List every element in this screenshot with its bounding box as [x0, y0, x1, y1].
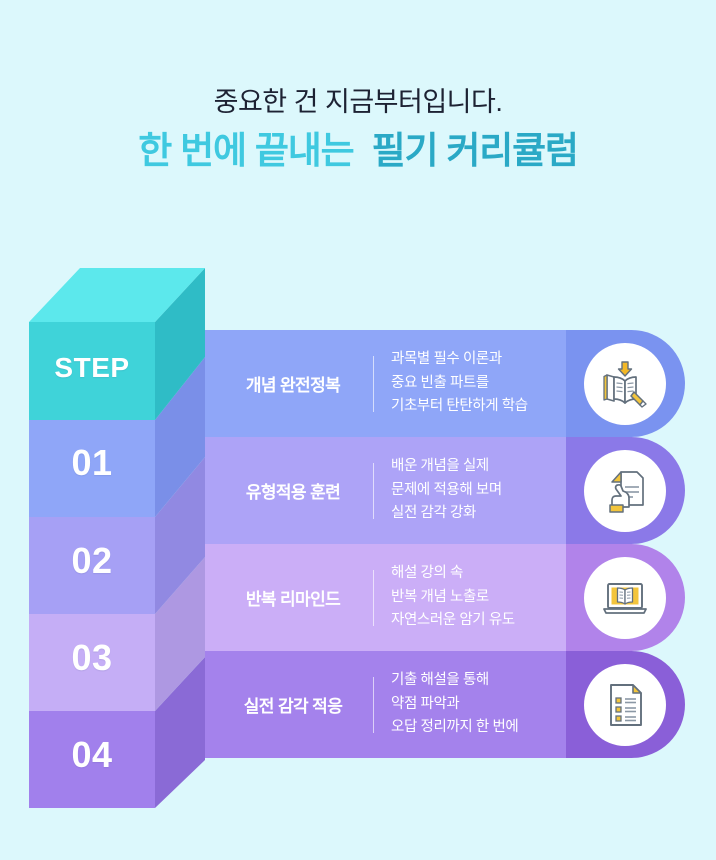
row-4-divider: [373, 677, 374, 733]
row-2-description: 배운 개념을 실제 문제에 적용해 보며 실전 감각 강화: [391, 437, 502, 544]
row-4-icon-circle: [584, 663, 666, 746]
row-3-icon-circle: [584, 556, 666, 639]
row-2-icon-circle: [584, 449, 666, 532]
row-3-title: 반복 리마인드: [245, 590, 341, 609]
tower-label-02: 02: [71, 540, 113, 581]
tower-label-01: 01: [71, 442, 113, 483]
row-3-divider: [373, 570, 374, 626]
row-4-desc-line-1: 기출 해설을 통해: [391, 672, 489, 689]
row-1-divider: [373, 356, 374, 412]
row-2-desc-line-2: 문제에 적용해 보며: [391, 481, 502, 498]
row-2-desc-line-3: 실전 감각 강화: [391, 505, 476, 522]
row-1-desc-line-2: 중요 빈출 파트를: [391, 374, 489, 391]
row-2-cap: [566, 437, 685, 544]
row-3-desc-line-1: 해설 강의 속: [391, 565, 463, 582]
row-4-bar: [205, 651, 566, 758]
row-2-divider: [373, 463, 374, 519]
row-3-bar: [205, 544, 566, 651]
headline-subtitle: 중요한 건 지금부터입니다.: [213, 87, 503, 117]
book-download-pencil-icon: [603, 360, 647, 408]
row-4-desc-line-2: 약점 파악과: [391, 695, 460, 712]
tower-label-step: STEP: [54, 352, 130, 383]
headline-block: 중요한 건 지금부터입니다. 한 번에 끝내는 필기 커리큘럼: [0, 86, 716, 173]
document-checklist-icon: [610, 683, 642, 726]
hand-holding-document-icon: [609, 470, 644, 513]
row-1-cap: [566, 330, 685, 437]
tower-label-04: 04: [71, 734, 113, 775]
row-2-title: 유형적용 훈련: [245, 483, 341, 502]
headline-main-part-a: 한 번에 끝내는: [138, 129, 354, 171]
row-1-desc-line-3: 기초부터 탄탄하게 학습: [391, 398, 528, 415]
row-2-desc-line-1: 배운 개념을 실제: [391, 458, 489, 475]
tower-label-03: 03: [71, 637, 113, 678]
row-3-description: 해설 강의 속 반복 개념 노출로 자연스러운 암기 유도: [391, 544, 515, 651]
row-1-description: 과목별 필수 이론과 중요 빈출 파트를 기초부터 탄탄하게 학습: [391, 330, 528, 437]
row-4-desc-line-3: 오답 정리까지 한 번에: [391, 719, 519, 736]
row-3-desc-line-3: 자연스러운 암기 유도: [391, 612, 515, 629]
row-1-bar: [205, 330, 566, 437]
row-4-title: 실전 감각 적응: [243, 697, 343, 716]
row-4-description: 기출 해설을 통해 약점 파악과 오답 정리까지 한 번에: [391, 651, 519, 758]
row-1-desc-line-1: 과목별 필수 이론과: [391, 351, 502, 368]
laptop-book-icon: [603, 582, 647, 614]
row-4-cap: [566, 651, 685, 758]
headline-main-part-b: 필기 커리큘럼: [371, 129, 579, 171]
row-3-cap: [566, 544, 685, 651]
row-2-bar: [205, 437, 566, 544]
row-3-desc-line-2: 반복 개념 노출로: [391, 588, 489, 605]
row-1-title: 개념 완전정복: [245, 376, 341, 395]
step-tower-labels: STEP 01 02 03 04: [29, 322, 155, 808]
headline-main: 한 번에 끝내는 필기 커리큘럼: [0, 129, 716, 173]
row-1-icon-circle: [584, 342, 666, 425]
